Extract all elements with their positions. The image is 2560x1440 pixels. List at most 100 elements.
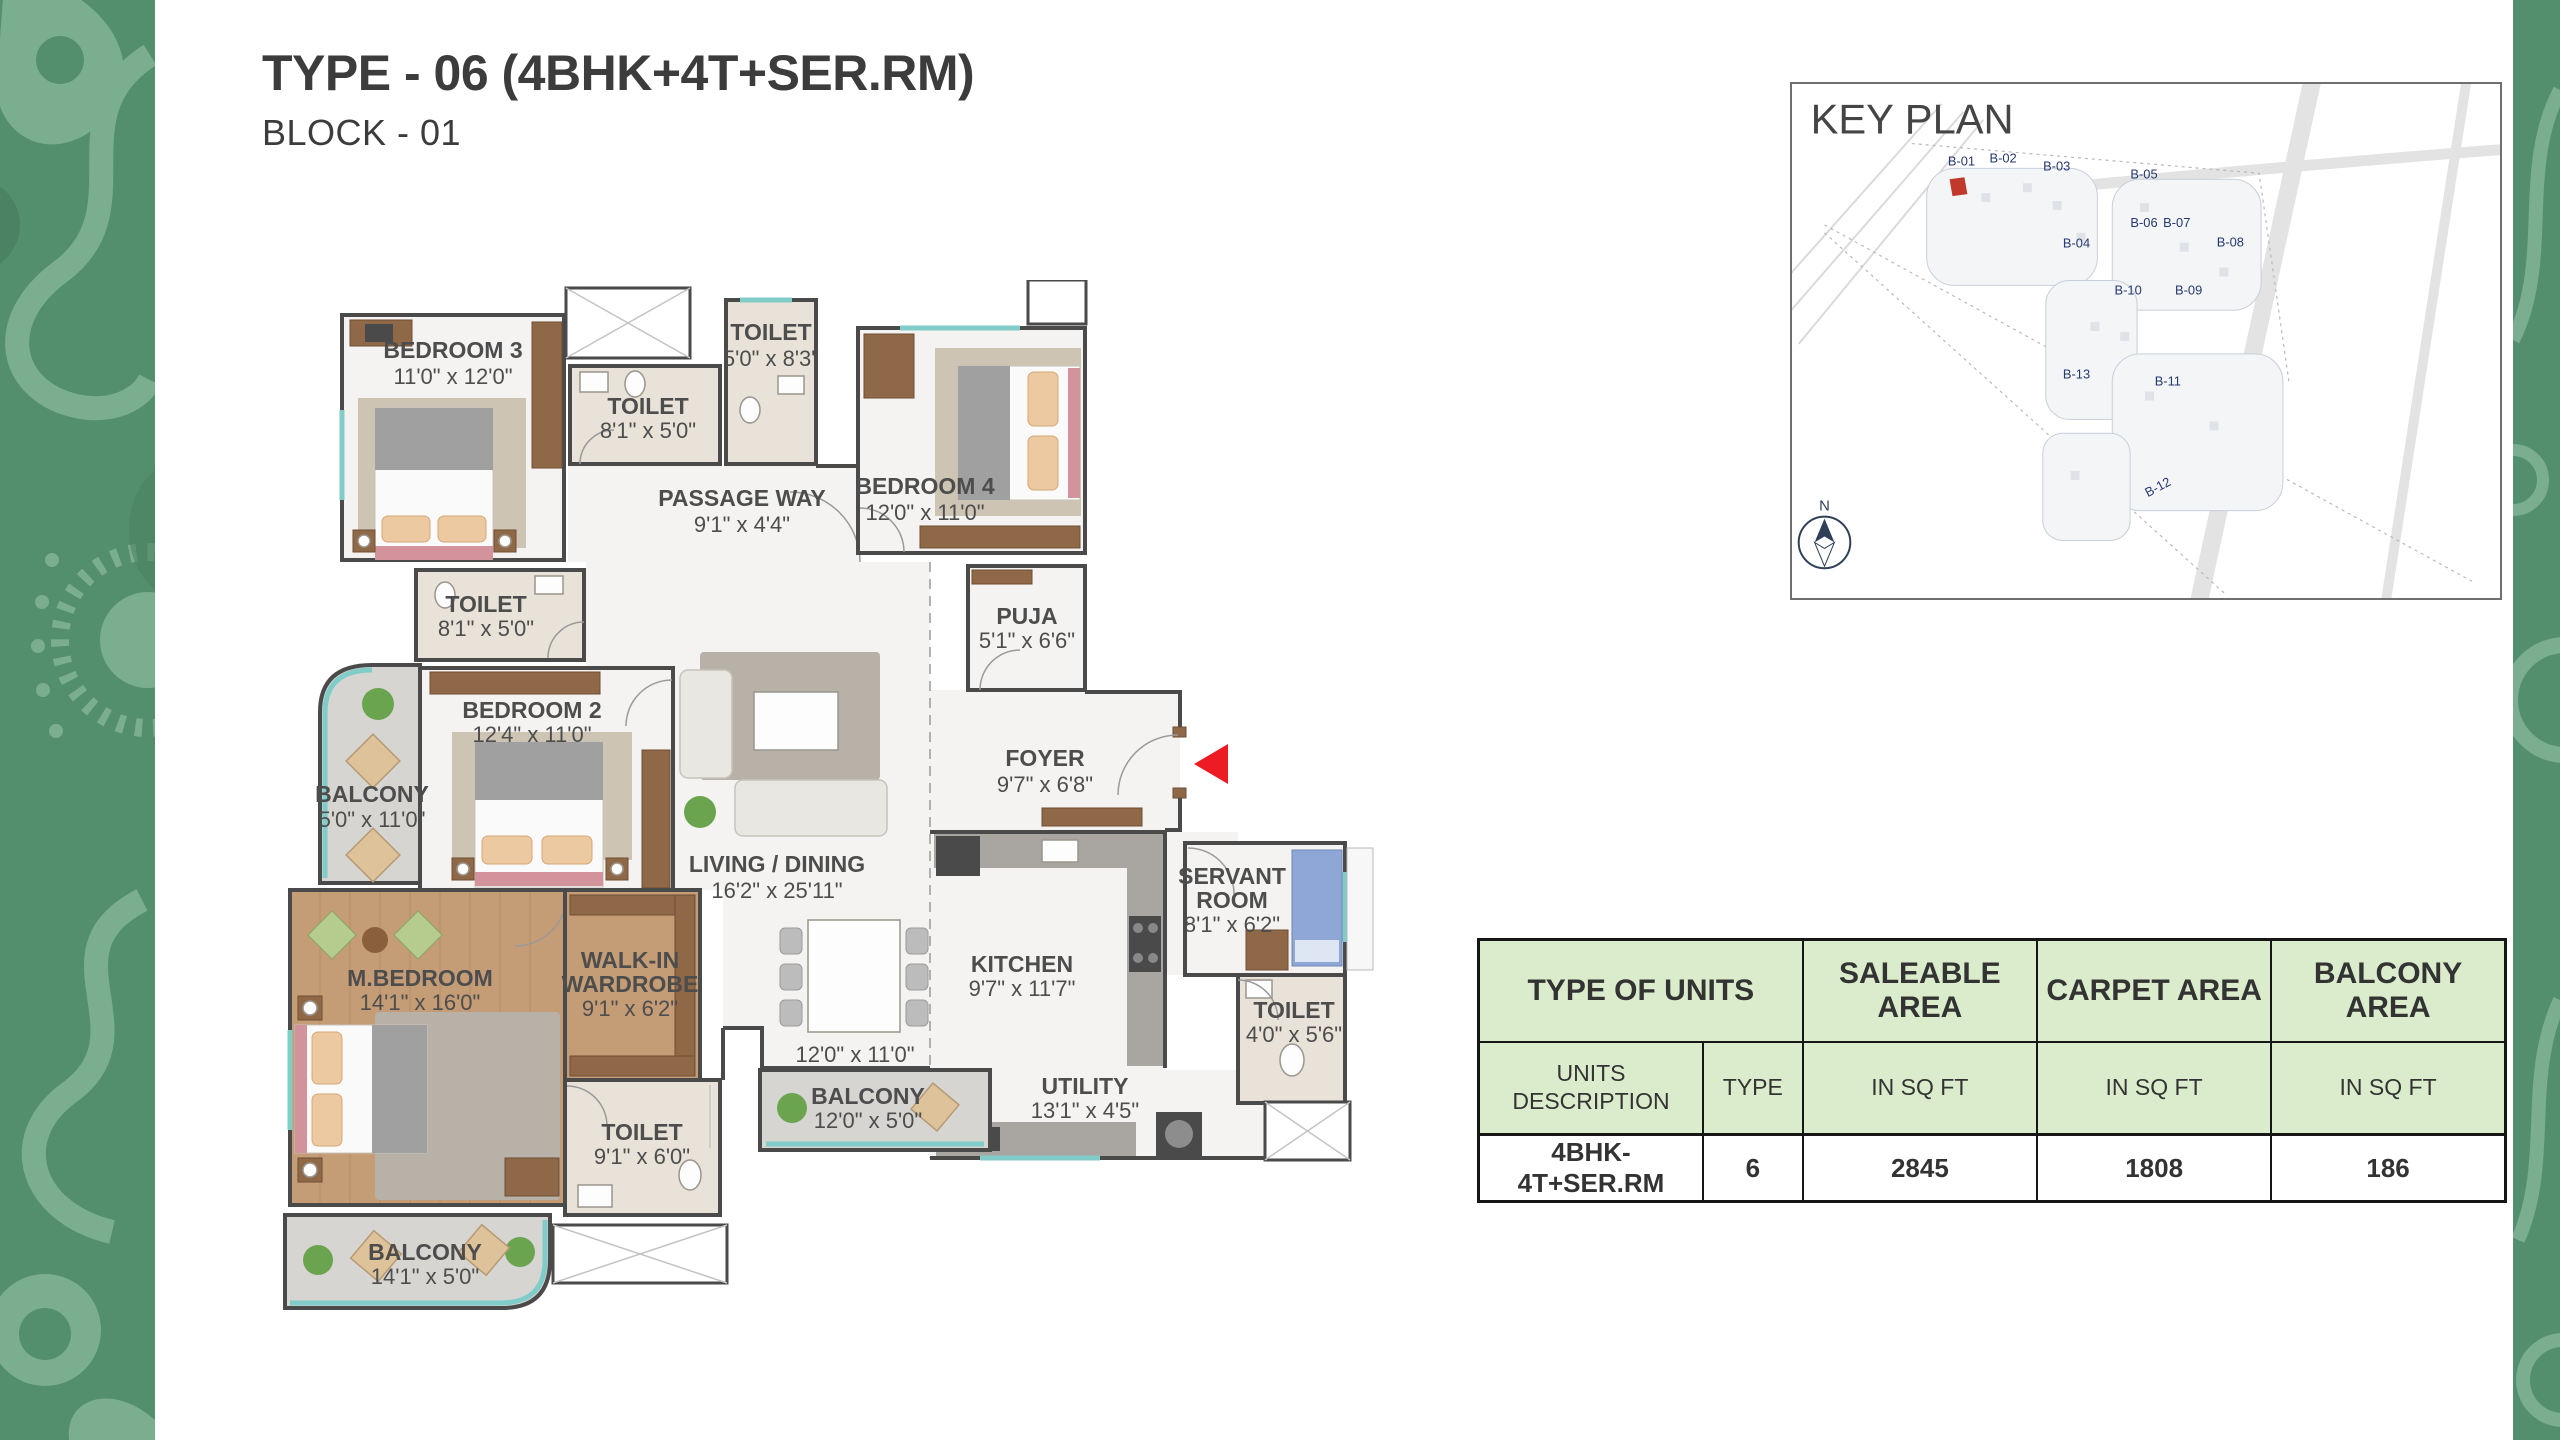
block-label-b13: B-13 — [2063, 367, 2090, 382]
passage-floor — [568, 466, 860, 562]
block-label-b08: B-08 — [2217, 235, 2244, 250]
title-block: TYPE - 06 (4BHK+4T+SER.RM) BLOCK - 01 — [262, 44, 975, 154]
dining-set — [779, 919, 929, 1033]
room-toilet-servant: TOILET 4'0" x 5'6" — [1236, 973, 1347, 1105]
mbedroom-label: M.BEDROOM — [347, 965, 493, 991]
block-label-b11: B-11 — [2155, 374, 2181, 389]
toilet-common-label: TOILET — [607, 393, 688, 419]
wardrobe-bedroom3 — [531, 321, 563, 469]
floor-plan: BEDROOM 3 11'0" x 12'0" TOILET 8'1" x 5'… — [280, 278, 1400, 1350]
toilet-servant-dims: 4'0" x 5'6" — [1246, 1022, 1342, 1047]
block-label-b05: B-05 — [2130, 166, 2157, 181]
col-header-balcony-area: BALCONY AREA — [2270, 938, 2507, 1043]
block-label-b10: B-10 — [2115, 282, 2142, 297]
paisley-pattern-right — [2513, 86, 2560, 1427]
servant-label-1: SERVANT — [1178, 863, 1286, 889]
toilet-b4-label: TOILET — [730, 319, 811, 345]
sink-icon — [777, 375, 805, 395]
bedroom4-dims: 12'0" x 11'0" — [865, 500, 984, 525]
room-toilet-master: TOILET 9'1" x 6'0" — [563, 1078, 722, 1217]
door-frame — [1172, 787, 1187, 799]
key-plan-map: B-01 B-02 B-03 B-04 B-05 B-06 B-07 B-08 … — [1792, 84, 2500, 598]
col-header-carpet-area: CARPET AREA — [2036, 938, 2273, 1043]
key-plan: B-01 B-02 B-03 B-04 B-05 B-06 B-07 B-08 … — [1790, 82, 2502, 600]
shaft-top — [564, 286, 692, 360]
cell-carpet: 1808 — [2036, 1133, 2273, 1203]
foyer-dims: 9'7" x 6'8" — [997, 772, 1093, 797]
table-row: 4BHK- 4T+SER.RM 6 2845 1808 186 — [1477, 1133, 2507, 1203]
room-bedroom-4: BEDROOM 4 12'0" x 11'0" — [855, 278, 1088, 555]
lounge-chair — [345, 827, 401, 883]
subheader-saleable-sqft: IN SQ FT — [1801, 1041, 2039, 1136]
compass-north-label: N — [1819, 499, 1830, 515]
room-bedroom-3: BEDROOM 3 11'0" x 12'0" — [339, 313, 566, 562]
living-label: LIVING / DINING — [689, 851, 865, 877]
block-label-b07: B-07 — [2163, 215, 2190, 230]
balcony-master: BALCONY 14'1" x 5'0" — [283, 1213, 552, 1310]
sink-icon — [579, 371, 609, 393]
stove-icon — [1129, 916, 1161, 972]
wardrobe-label-1: WALK-IN — [581, 947, 679, 973]
kitchen-label: KITCHEN — [971, 951, 1073, 977]
utility-label: UTILITY — [1042, 1073, 1129, 1099]
console-bedroom2 — [429, 671, 601, 695]
bedroom3-dims: 11'0" x 12'0" — [393, 364, 512, 389]
toilet-b4-dims: 5'0" x 8'3" — [723, 346, 819, 371]
wc-icon — [1279, 1043, 1305, 1077]
railing — [290, 1220, 548, 1306]
block-label-b09: B-09 — [2175, 282, 2202, 297]
balcony-living-dims: 12'0" x 5'0" — [814, 1108, 922, 1133]
living-dims: 16'2" x 25'11" — [711, 878, 842, 903]
balcony-bedroom2: BALCONY 5'0" x 11'0" — [315, 663, 429, 885]
wc-icon — [678, 1159, 702, 1191]
passage-label: PASSAGE WAY — [658, 485, 825, 511]
sofa-single — [679, 669, 733, 779]
door-arc — [1187, 847, 1235, 895]
bedroom2-label: BEDROOM 2 — [462, 697, 601, 723]
walk-in-wardrobe: WALK-IN WARDROBE 9'1" x 6'2" — [562, 888, 702, 1082]
room-kitchen: KITCHEN 9'7" x 11'7" — [930, 830, 1167, 1068]
sofa-long — [734, 779, 888, 837]
room-toilet-bedroom2: TOILET 8'1" x 5'0" — [414, 568, 586, 662]
puja-shelf — [971, 569, 1033, 585]
desk-bedroom4 — [863, 333, 915, 399]
cell-balcony: 186 — [2270, 1133, 2507, 1203]
passage-way: PASSAGE WAY 9'1" x 4'4" — [658, 464, 861, 563]
compass-icon: N — [1797, 499, 1852, 570]
puja-label: PUJA — [996, 603, 1057, 629]
lounge-chair — [349, 1229, 403, 1283]
wc-icon — [434, 581, 456, 609]
side-table — [362, 927, 388, 953]
wardrobe-unit — [569, 1055, 696, 1077]
door-arc — [1237, 979, 1279, 1021]
dresser-master — [504, 1157, 560, 1197]
col-header-type-of-units: TYPE OF UNITS — [1477, 938, 1804, 1043]
block-label-b06: B-06 — [2130, 215, 2157, 230]
toilet-common-dims: 8'1" x 5'0" — [600, 418, 696, 443]
room-master-bedroom: M.BEDROOM 14'1" x 16'0" — [287, 888, 568, 1207]
page-subtitle: BLOCK - 01 — [262, 112, 462, 153]
block-label-b03: B-03 — [2043, 158, 2070, 173]
cell-unit-description: 4BHK- 4T+SER.RM — [1477, 1133, 1704, 1203]
decorative-border-right — [2513, 0, 2560, 1440]
wardrobe-label-2: WARDROBE — [562, 971, 699, 997]
entry-arrow-icon — [1194, 744, 1228, 784]
toilet-master-dims: 9'1" x 6'0" — [594, 1144, 690, 1169]
passage-dims: 9'1" x 4'4" — [694, 512, 790, 537]
kitchen-sink — [1041, 839, 1079, 863]
toilet-master-label: TOILET — [601, 1119, 682, 1145]
foyer-floor — [930, 690, 1180, 830]
toilet-b2-dims: 8'1" x 5'0" — [438, 616, 534, 641]
laptop-icon — [365, 324, 393, 342]
desk-servant — [1245, 929, 1289, 971]
puja-dims: 5'1" x 6'6" — [979, 628, 1075, 653]
balcony-b2-dims: 5'0" x 11'0" — [319, 807, 426, 832]
door-arc — [859, 507, 905, 553]
door-arc — [625, 679, 673, 727]
sink-icon — [577, 1184, 613, 1208]
wc-icon — [624, 370, 646, 398]
shaft-bottom-middle — [551, 1223, 729, 1285]
sink-icon — [1245, 979, 1273, 999]
servant-dims: 8'1" x 6'2" — [1184, 912, 1280, 937]
bedroom3-label: BEDROOM 3 — [383, 337, 522, 363]
